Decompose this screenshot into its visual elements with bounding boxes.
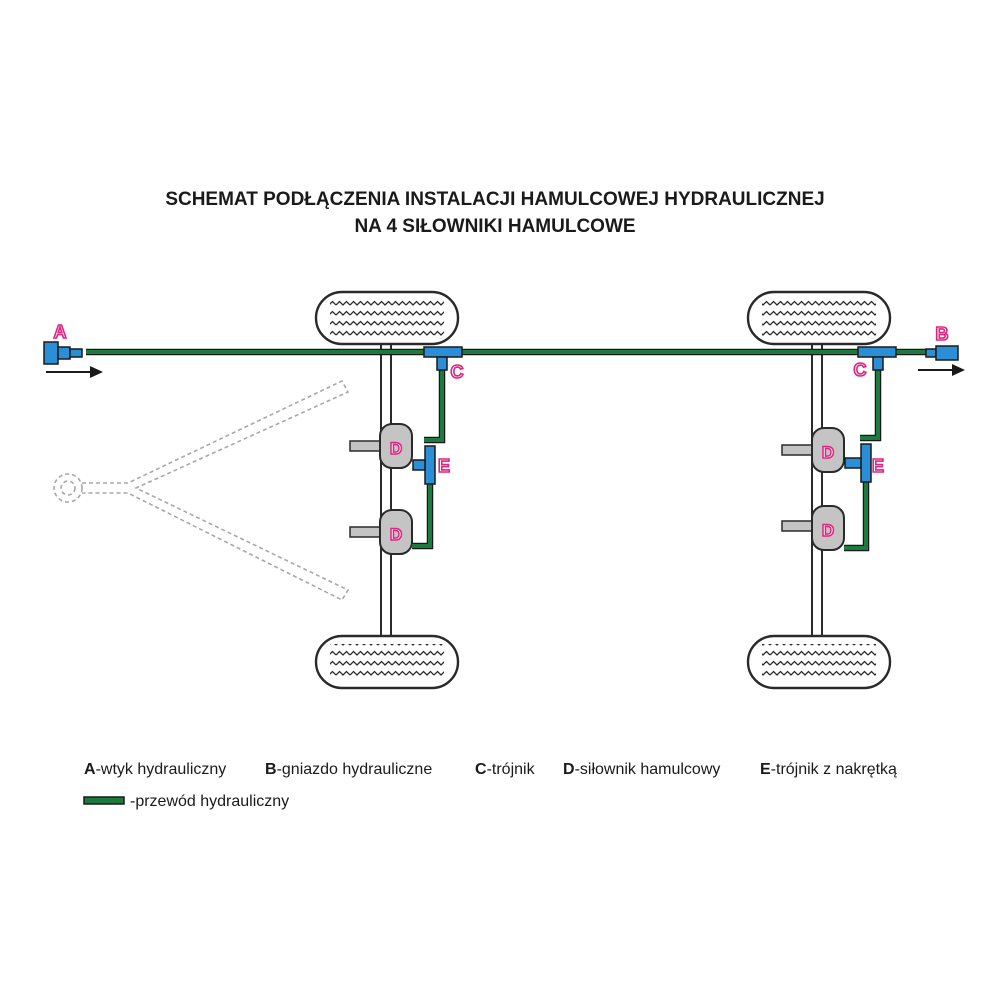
legend-key: A bbox=[84, 761, 96, 778]
legend-label: -wtyk hydrauliczny bbox=[96, 761, 227, 778]
actuator-label: D bbox=[390, 439, 402, 458]
legend-label: -siłownik hamulcowy bbox=[575, 761, 721, 778]
flow-arrow-right bbox=[918, 364, 965, 376]
hydraulic-socket-b: B bbox=[925, 323, 959, 361]
axle-front: D D bbox=[314, 290, 460, 690]
wheel-front-top bbox=[314, 290, 460, 346]
actuator-label: D bbox=[822, 443, 834, 462]
legend-item-e: E-trójnik z nakrętką bbox=[760, 761, 897, 778]
brake-actuator-rear-upper: D bbox=[781, 427, 845, 473]
axle-rear: D D bbox=[746, 290, 892, 690]
legend: A-wtyk hydrauliczny B-gniazdo hydraulicz… bbox=[83, 761, 897, 810]
legend-item-b: B-gniazdo hydrauliczne bbox=[265, 761, 432, 778]
hydraulic-plug-a: A bbox=[43, 321, 83, 365]
flow-arrow-left bbox=[46, 366, 103, 378]
legend-key: C bbox=[475, 761, 487, 778]
marker-e: E bbox=[438, 456, 450, 476]
wheel-front-bottom bbox=[314, 634, 460, 690]
legend-item-d: D-siłownik hamulcowy bbox=[563, 761, 720, 778]
hydraulic-hoses bbox=[86, 348, 926, 552]
marker-c: C bbox=[451, 362, 464, 382]
brake-actuator-rear-lower: D bbox=[781, 505, 845, 551]
legend-item-c: C-trójnik bbox=[475, 761, 536, 778]
legend-label: -trójnik z nakrętką bbox=[771, 761, 897, 778]
tee-fitting-e-front: E bbox=[412, 445, 451, 485]
legend-key: D bbox=[563, 761, 575, 778]
diagram-title-line-2: NA 4 SIŁOWNIKI HAMULCOWE bbox=[354, 216, 635, 237]
brake-actuator-front-upper: D bbox=[349, 423, 413, 469]
brake-actuator-front-lower: D bbox=[349, 509, 413, 555]
legend-hose-swatch bbox=[83, 796, 125, 805]
marker-b: B bbox=[936, 324, 949, 344]
actuator-label: D bbox=[822, 521, 834, 540]
legend-key: B bbox=[265, 761, 277, 778]
tee-fitting-e-rear: E bbox=[844, 443, 885, 483]
diagram-title-line-1: SCHEMAT PODŁĄCZENIA INSTALACJI HAMULCOWE… bbox=[165, 189, 824, 210]
legend-key: E bbox=[760, 761, 771, 778]
legend-label: -gniazdo hydrauliczne bbox=[277, 761, 433, 778]
wheel-rear-bottom bbox=[746, 634, 892, 690]
legend-item-a: A-wtyk hydrauliczny bbox=[84, 761, 226, 778]
drawbar bbox=[53, 379, 350, 602]
actuator-label: D bbox=[390, 525, 402, 544]
marker-e: E bbox=[872, 456, 884, 476]
legend-hose-label: -przewód hydrauliczny bbox=[130, 793, 289, 810]
wheel-rear-top bbox=[746, 290, 892, 346]
legend-label: -trójnik bbox=[487, 761, 536, 778]
marker-a: A bbox=[54, 322, 67, 342]
marker-c: C bbox=[854, 360, 867, 380]
tee-fitting-c-rear: C bbox=[853, 346, 897, 381]
tee-fitting-c-front: C bbox=[423, 346, 464, 383]
